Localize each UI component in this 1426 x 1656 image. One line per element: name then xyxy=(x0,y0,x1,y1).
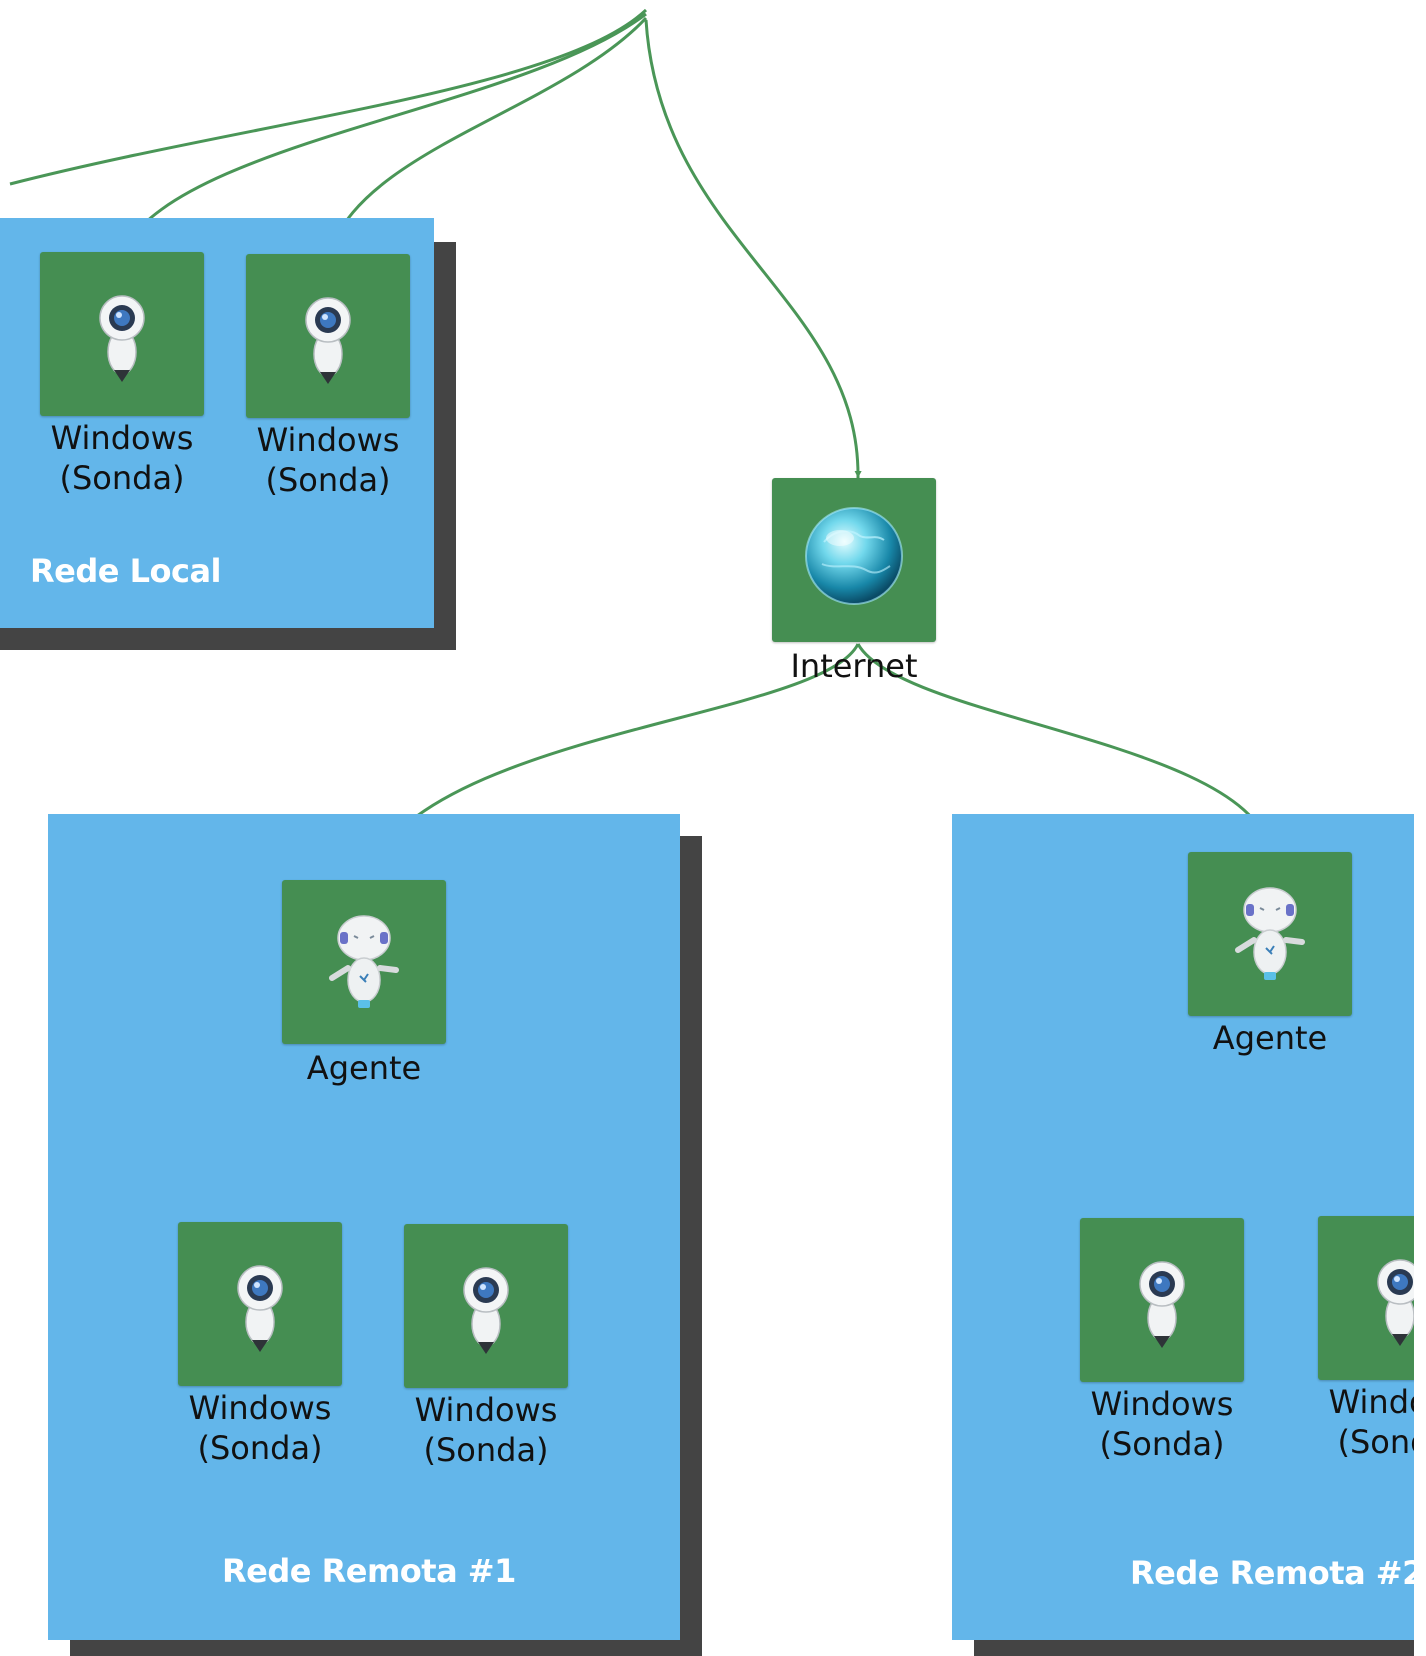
group-label-rede-local: Rede Local xyxy=(30,552,222,590)
node-label-remote2-probe-2: Windows(Sonda) xyxy=(1328,1383,1426,1461)
edge-top-to-local-probe-1[interactable] xyxy=(120,12,647,253)
agent-robot-icon xyxy=(329,915,399,1008)
probe-robot-icon xyxy=(237,1265,283,1352)
group-label-rede-remota-2: Rede Remota #2 xyxy=(1130,1554,1424,1592)
edge-top-offscreen-left[interactable] xyxy=(9,8,648,186)
probe-robot-icon xyxy=(305,297,351,384)
node-label-remote1-probe-2: Windows(Sonda) xyxy=(414,1391,558,1469)
node-agent-2[interactable] xyxy=(1188,852,1352,1016)
node-local-probe-1[interactable] xyxy=(40,252,204,416)
node-remote1-probe-1[interactable] xyxy=(178,1222,342,1386)
agent-robot-icon xyxy=(1235,887,1305,980)
node-label-remote1-probe-1: Windows(Sonda) xyxy=(188,1389,332,1467)
node-label-local-probe-2: Windows(Sonda) xyxy=(256,421,400,499)
node-agent-1[interactable] xyxy=(282,880,446,1044)
node-label-internet: Internet xyxy=(790,647,918,685)
probe-robot-icon xyxy=(1139,1261,1185,1348)
node-label-agent-2: Agente xyxy=(1212,1019,1328,1057)
edge-top-to-internet[interactable] xyxy=(644,19,862,479)
node-label-remote2-probe-1: Windows(Sonda) xyxy=(1090,1385,1234,1463)
viewport-clip xyxy=(1414,0,1426,1656)
node-local-probe-2[interactable] xyxy=(246,254,410,418)
probe-robot-icon xyxy=(1377,1259,1423,1346)
node-remote1-probe-2[interactable] xyxy=(404,1224,568,1388)
probe-robot-icon xyxy=(99,295,145,382)
node-label-agent-1: Agente xyxy=(306,1049,422,1087)
node-label-local-probe-1: Windows(Sonda) xyxy=(50,419,194,497)
node-remote2-probe-2[interactable] xyxy=(1318,1216,1426,1380)
node-remote2-probe-1[interactable] xyxy=(1080,1218,1244,1382)
globe-icon xyxy=(805,507,903,605)
group-label-rede-remota-1: Rede Remota #1 xyxy=(222,1552,516,1590)
probe-robot-icon xyxy=(463,1267,509,1354)
node-internet[interactable] xyxy=(772,478,936,642)
